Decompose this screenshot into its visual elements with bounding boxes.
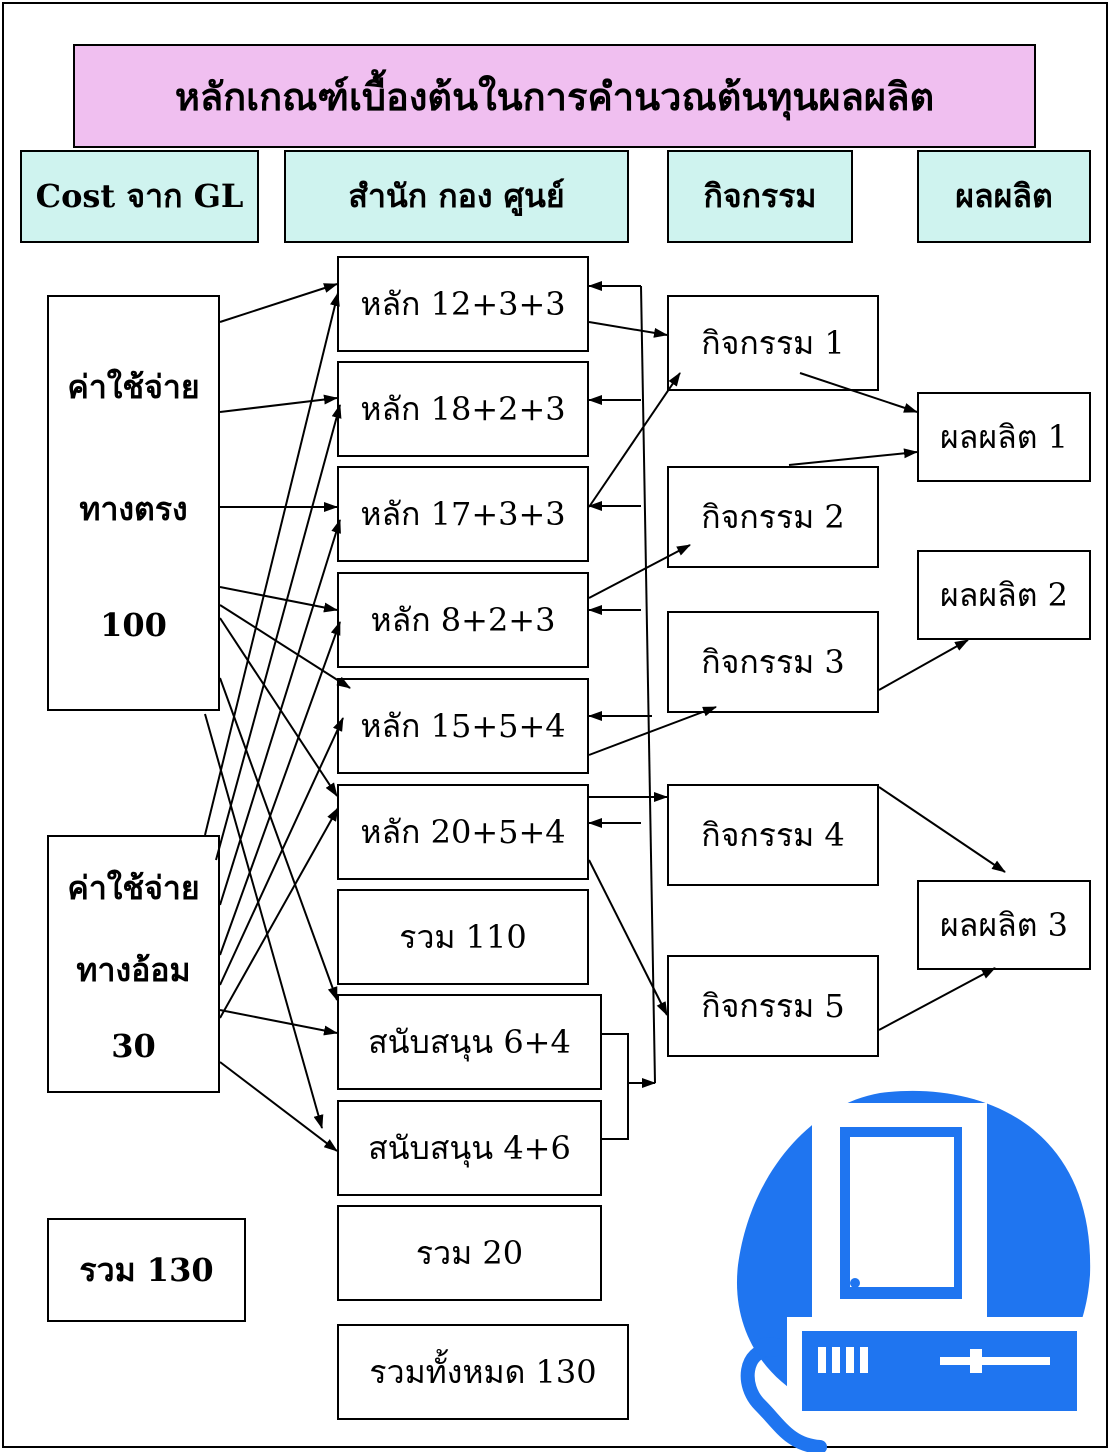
indirect-cost-line2: ทางอ้อม xyxy=(76,950,191,989)
header-activities: กิจกรรม xyxy=(667,150,853,243)
unit-box-4: หลัก 8+2+3 xyxy=(337,572,589,668)
unit-box-1: หลัก 12+3+3 xyxy=(337,256,589,352)
support-box-1: สนับสนุน 6+4 xyxy=(337,994,602,1090)
activity-box-1: กิจกรรม 1 xyxy=(667,295,879,391)
indirect-cost-amount: 30 xyxy=(111,1027,156,1066)
direct-cost-amount: 100 xyxy=(100,605,167,644)
output-box-1: ผลผลิต 1 xyxy=(917,392,1091,482)
header-cost-from-gl: Cost จาก GL xyxy=(20,150,259,243)
output-box-3: ผลผลิต 3 xyxy=(917,880,1091,970)
activity-box-3: กิจกรรม 3 xyxy=(667,611,879,713)
header-outputs: ผลผลิต xyxy=(917,150,1091,243)
direct-cost-line1: ค่าใช้จ่าย xyxy=(67,368,200,407)
diagram-title: หลักเกณฑ์เบื้องต้นในการคำนวณต้นทุนผลผลิต xyxy=(73,44,1036,148)
support-box-2: สนับสนุน 4+6 xyxy=(337,1100,602,1196)
activity-box-5: กิจกรรม 5 xyxy=(667,955,879,1057)
unit-subtotal-main: รวม 110 xyxy=(337,889,589,985)
header-units: สำนัก กอง ศูนย์ xyxy=(284,150,629,243)
unit-grand-total: รวมทั้งหมด 130 xyxy=(337,1324,629,1420)
cost-total-box: รวม 130 xyxy=(47,1218,246,1322)
unit-box-3: หลัก 17+3+3 xyxy=(337,466,589,562)
unit-subtotal-support: รวม 20 xyxy=(337,1205,602,1301)
activity-box-2: กิจกรรม 2 xyxy=(667,466,879,568)
activity-box-4: กิจกรรม 4 xyxy=(667,784,879,886)
output-box-2: ผลผลิต 2 xyxy=(917,550,1091,640)
unit-box-5: หลัก 15+5+4 xyxy=(337,678,589,774)
direct-cost-line2: ทางตรง xyxy=(79,489,188,528)
indirect-cost-box: ค่าใช้จ่าย ทางอ้อม 30 xyxy=(47,835,220,1093)
unit-box-6: หลัก 20+5+4 xyxy=(337,784,589,880)
computer-icon xyxy=(736,1090,1091,1452)
indirect-cost-line1: ค่าใช้จ่าย xyxy=(67,868,200,907)
direct-cost-box: ค่าใช้จ่าย ทางตรง 100 xyxy=(47,295,220,711)
